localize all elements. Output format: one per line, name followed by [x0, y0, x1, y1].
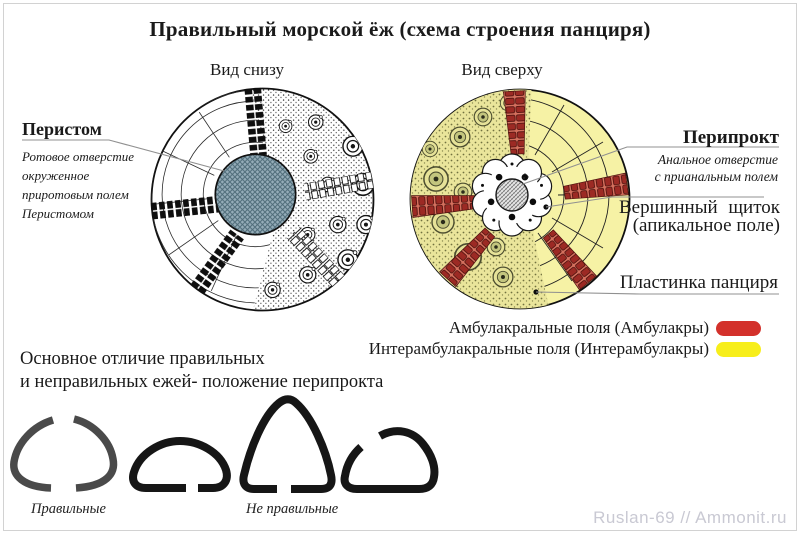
legend-label-interambulacra: Интерамбулакральные поля (Интерамбулакры…: [368, 339, 709, 358]
urchin-profile-shapes: [10, 395, 439, 493]
irregular-profile-shape-3: [340, 427, 439, 493]
irregular-profile-shape-2: [239, 395, 336, 493]
legend-swatch-yellow: [716, 341, 761, 357]
legend-item-interambulacra: Интерамбулакральные поля (Интерамбулакры…: [368, 339, 761, 358]
caption-top-view: Вид сверху: [461, 60, 543, 79]
apical-disc: [471, 153, 553, 237]
urchin-top-view-illustration: [409, 88, 631, 310]
plate-callout-dot: [533, 289, 539, 295]
irregular-profiles-label: Не правильные: [246, 501, 339, 517]
apical-disc-callout: Вершинный щиток (апикальное поле): [618, 197, 780, 236]
periproct-callout: Перипрокт: [683, 127, 779, 149]
shell-plate-callout: Пластинка панциря: [619, 272, 778, 293]
legend-swatch-red: [716, 320, 761, 336]
legend-item-ambulacra: Амбулакральные поля (Амбулакры): [448, 318, 761, 337]
periproct-description: Анальное отверстие с прианальным полем: [654, 152, 778, 184]
peristome-title: Перистом: [22, 119, 102, 139]
peristome-description: Ротовое отверстие окруженное приротовым …: [22, 149, 135, 221]
page-title: Правильный морской ёж (схема строения па…: [149, 17, 651, 41]
irregular-profile-shape-1: [129, 436, 231, 492]
watermark: Ruslan-69 // Ammonit.ru: [593, 508, 787, 527]
periproct-area: [495, 178, 529, 212]
periproct-title: Перипрокт: [682, 127, 779, 148]
peristome-area: [214, 153, 297, 236]
ambulacra-bands-bw: [150, 87, 374, 295]
legend-label-ambulacra: Амбулакральные поля (Амбулакры): [448, 318, 709, 337]
regular-profile-shape: [10, 415, 118, 492]
regular-profiles-label: Правильные: [31, 501, 106, 517]
difference-note: Основное отличие правильных и неправильн…: [20, 349, 384, 392]
apical-callout-dot: [543, 204, 549, 210]
caption-bottom-view: Вид снизу: [210, 60, 284, 79]
peristome-callout: Перистом: [22, 119, 182, 140]
